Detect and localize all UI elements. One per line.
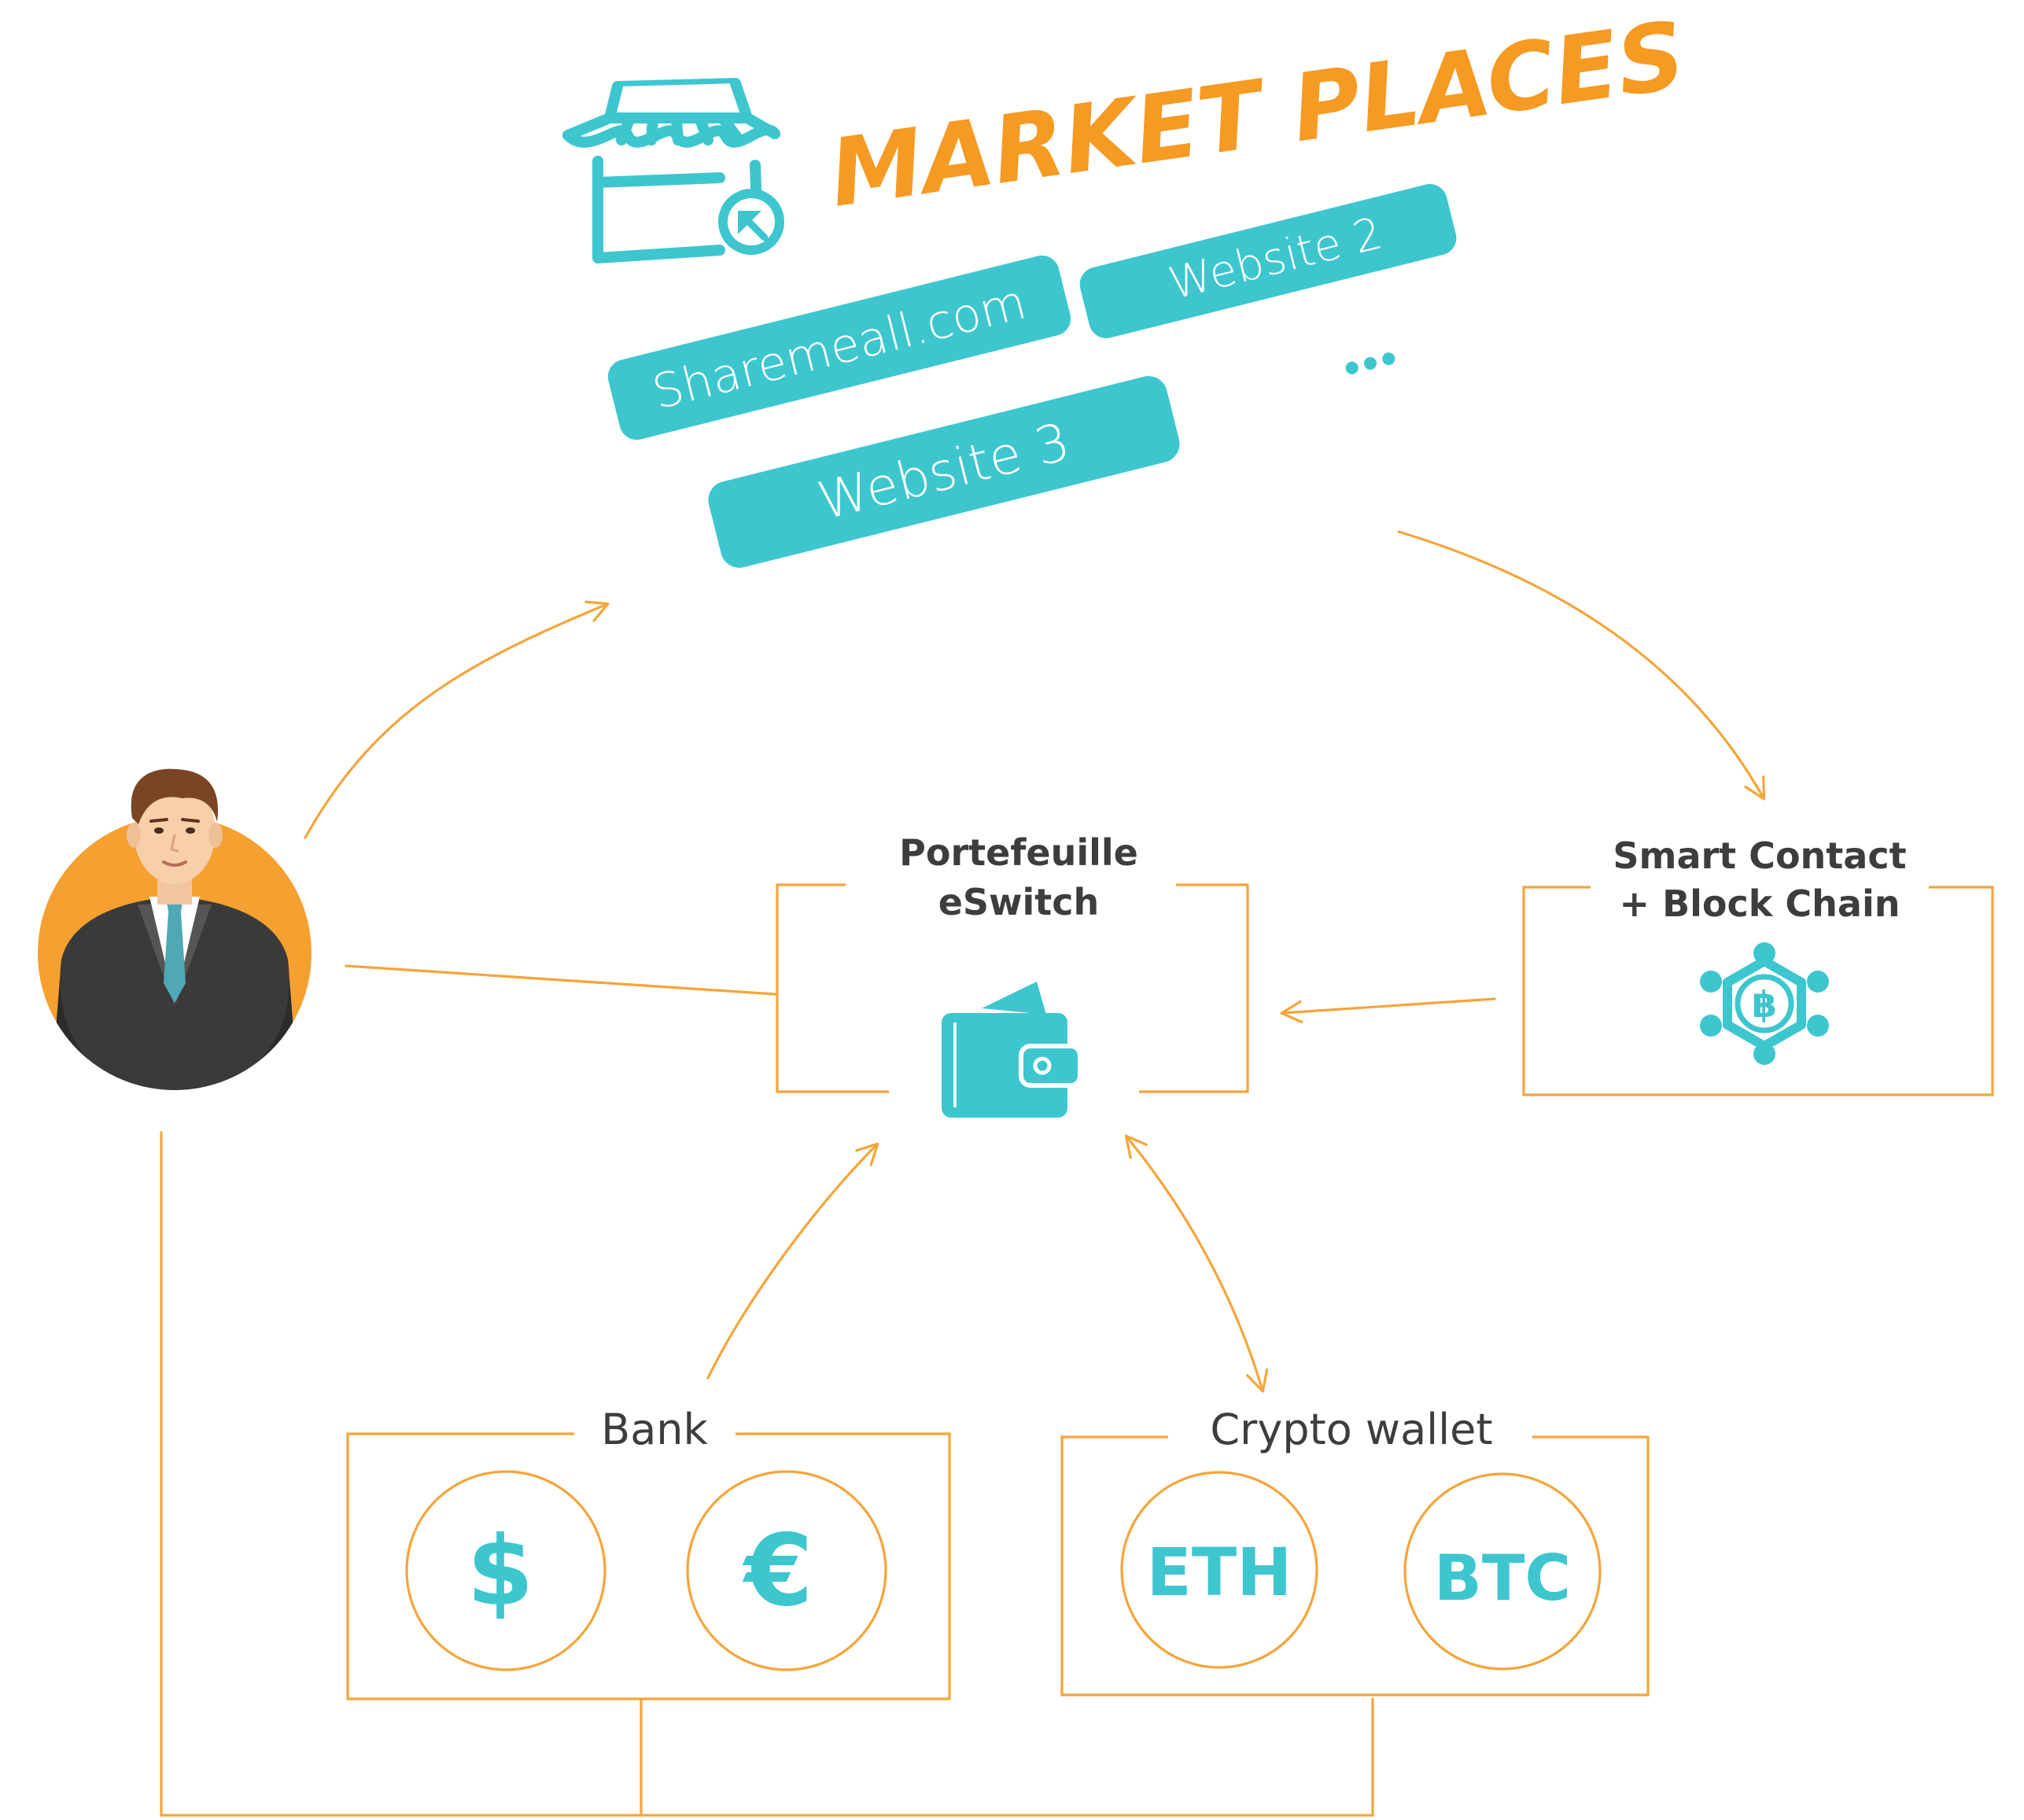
wallet-label-line2: eSwitch <box>938 881 1100 923</box>
arrow-marketplaces-to-smart-contract <box>1397 530 1766 801</box>
eth-label: ETH <box>1147 1534 1292 1611</box>
connectors <box>160 530 1766 1817</box>
wallet-box <box>776 883 1249 1093</box>
crypto-label: Crypto wallet <box>1210 1405 1492 1454</box>
arrow-bank-to-wallet <box>706 1142 879 1380</box>
svg-text:฿: ฿ <box>1752 983 1777 1026</box>
marketplaces-section: MARKET PLACES Sharemeall.com Website 2 W… <box>562 1 1691 568</box>
arrow-smart-contract-to-wallet <box>1280 997 1496 1023</box>
smart-contract-box <box>1522 886 1994 1096</box>
bank-box <box>346 1432 951 1700</box>
businessman-avatar-icon <box>38 768 312 1090</box>
dollar-coin: $ <box>405 1470 606 1671</box>
bitcoin-network-icon: ฿ <box>1700 942 1829 1065</box>
arrow-wallet-crypto-bidirectional <box>1124 1134 1269 1393</box>
crypto-box <box>1060 1435 1650 1697</box>
eth-coin: ETH <box>1120 1471 1318 1669</box>
smart-contract-node: Smart Contact + Block Chain ฿ <box>1522 834 1994 1096</box>
btc-label: BTC <box>1434 1542 1571 1615</box>
line-user-to-wallet <box>345 964 776 996</box>
wallet-node: Portefeuille eSwitch <box>776 831 1249 1118</box>
line-user-bottom-loop <box>160 1131 1374 1817</box>
arrow-user-to-marketplaces <box>304 600 610 839</box>
smart-contract-label-line1: Smart Contact <box>1613 834 1906 877</box>
smart-contract-label-line2: + Block Chain <box>1620 882 1900 925</box>
bank-label: Bank <box>601 1405 708 1454</box>
marketplace-site-website2[interactable]: Website 2 <box>1076 180 1460 341</box>
btc-coin: BTC <box>1403 1472 1602 1671</box>
marketplaces-title: MARKET PLACES <box>824 1 1691 228</box>
cursor-badge-icon <box>718 189 784 255</box>
wallet-icon <box>942 982 1082 1118</box>
more-sites-ellipsis <box>1345 352 1395 374</box>
bank-node: Bank $ € <box>346 1405 951 1700</box>
dollar-symbol: $ <box>467 1516 534 1627</box>
crypto-wallet-node: Crypto wallet ETH BTC <box>1060 1405 1650 1697</box>
euro-symbol: € <box>742 1512 813 1628</box>
euro-coin: € <box>686 1470 887 1671</box>
storefront-cursor-icon <box>562 78 780 263</box>
wallet-label-line1: Portefeuille <box>899 831 1138 874</box>
